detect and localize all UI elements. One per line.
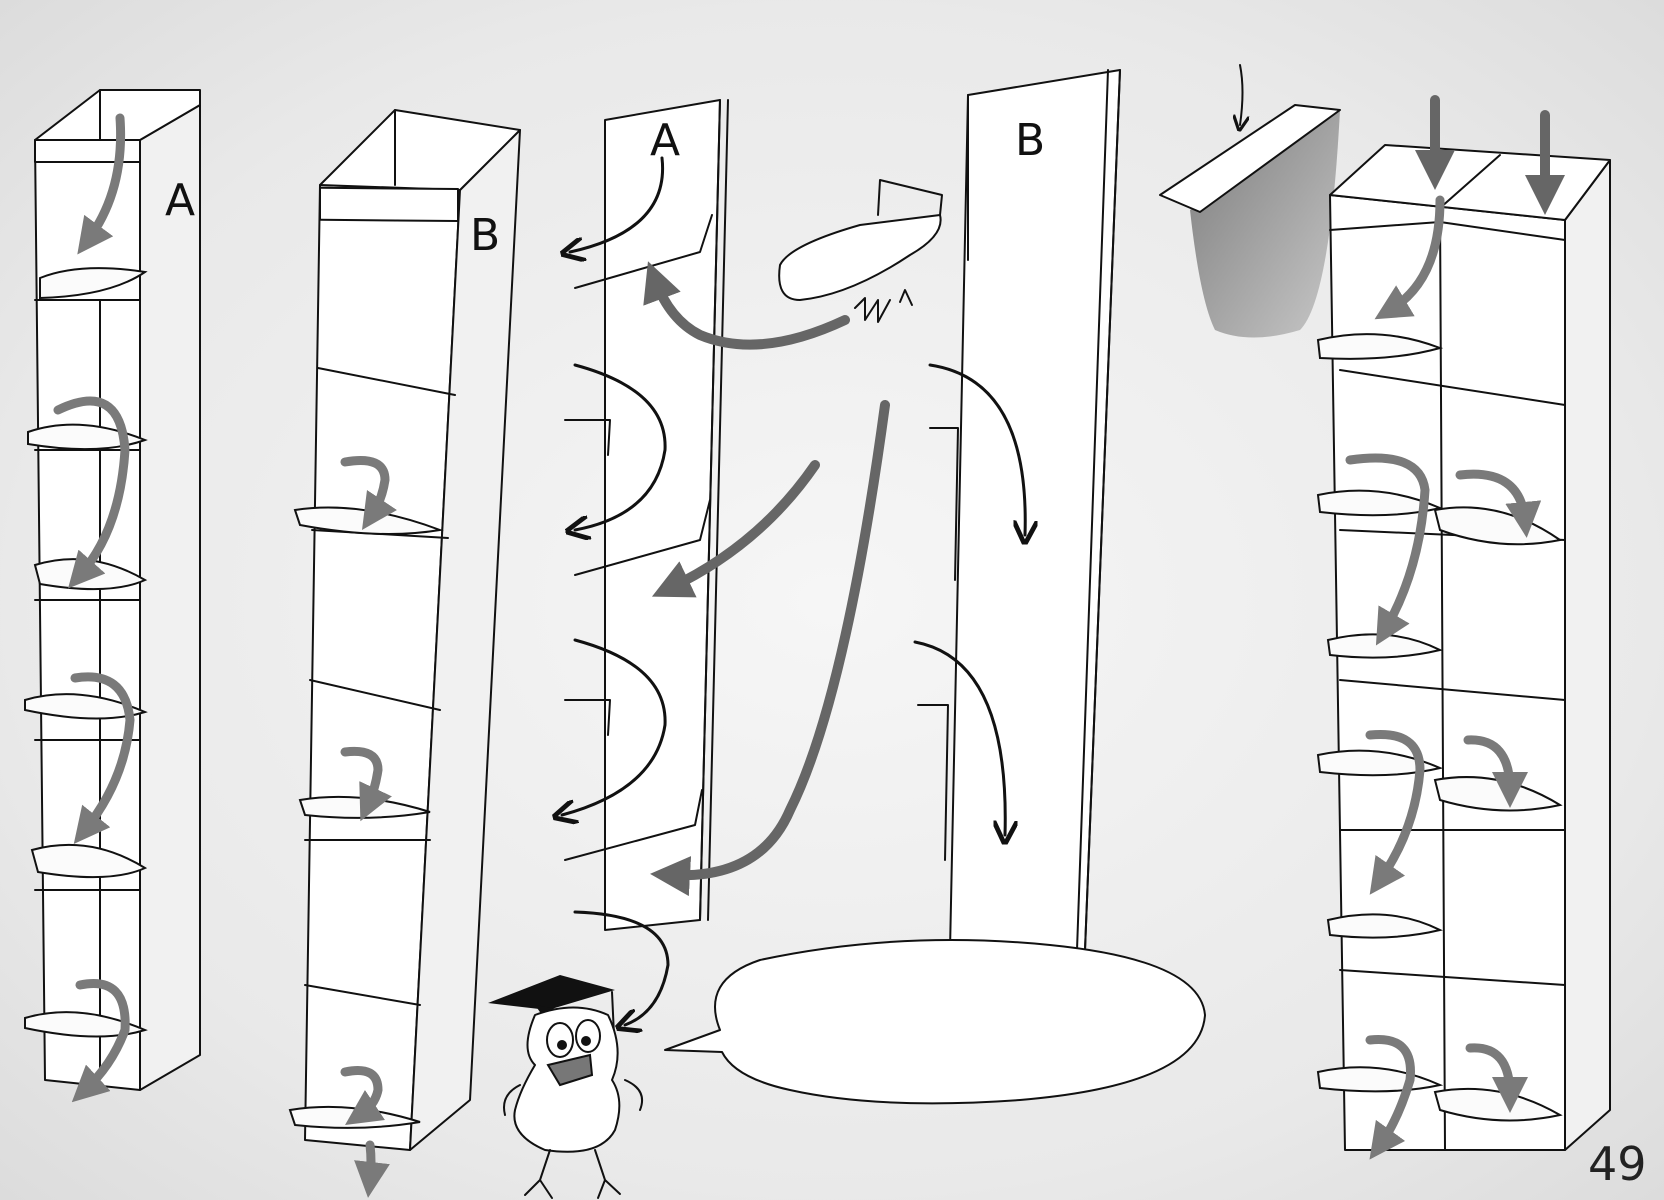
flow-arrow	[1345, 453, 1430, 646]
double-column-side-wall	[1564, 159, 1611, 1151]
flow-arrow	[340, 456, 397, 530]
wall-ledge	[1159, 64, 1341, 338]
flow-arrow	[562, 638, 667, 815]
bracket	[917, 704, 949, 861]
ledge-shadow	[1190, 110, 1340, 338]
ledge-top	[1159, 104, 1341, 213]
bracket	[564, 699, 611, 736]
flow-arrow	[928, 363, 1025, 535]
pointer-arrow	[1240, 64, 1243, 125]
flow-arrow	[340, 1066, 385, 1125]
shelf-profile	[574, 214, 713, 289]
column-a-side-wall	[139, 104, 201, 1091]
flow-arrow	[1365, 1035, 1415, 1160]
bird-eye	[546, 1022, 574, 1058]
flow-arrow	[77, 113, 126, 255]
bird-leg	[524, 1149, 553, 1199]
transfer-arrow	[651, 460, 820, 598]
flow-arrow	[354, 1140, 390, 1198]
motion-marks	[854, 297, 891, 323]
shelf	[1316, 489, 1444, 517]
column-b-top-band	[319, 186, 459, 222]
section-b-label: B	[1015, 115, 1045, 166]
transfer-arrow	[643, 261, 850, 350]
flow-arrow	[1465, 1043, 1528, 1113]
shelf	[1326, 633, 1443, 659]
flow-arrow	[71, 979, 130, 1103]
shelf	[30, 843, 148, 879]
page-number: 49	[1588, 1137, 1647, 1191]
motion-marks	[899, 289, 913, 306]
shelf	[39, 267, 148, 300]
flow-arrow	[575, 363, 667, 530]
column-b-label: B	[470, 210, 500, 261]
shelf	[1326, 913, 1443, 939]
flow-arrow	[570, 156, 665, 252]
flow-arrow	[1365, 729, 1425, 895]
column-a-top-band	[34, 139, 141, 163]
section-a-label: A	[650, 115, 680, 166]
flow-arrow	[340, 746, 392, 822]
shelf	[1316, 333, 1444, 360]
shelf	[27, 423, 148, 451]
flow-arrow	[573, 910, 670, 1025]
flow-arrow	[70, 672, 135, 845]
shelf-profile	[574, 499, 711, 576]
section-b-wall: B	[913, 69, 1121, 951]
shelf	[24, 693, 148, 720]
column-a-tower: A	[24, 89, 201, 1103]
graduation-cap	[488, 975, 615, 1010]
shelf-profile	[564, 789, 703, 861]
flow-arrow	[1463, 735, 1528, 808]
bracket	[564, 419, 611, 456]
bird-eye	[575, 1019, 601, 1053]
column-a-label: A	[165, 175, 195, 226]
flow-arrow	[1374, 195, 1445, 320]
graduate-bird-character	[488, 975, 644, 1199]
transfer-arrow	[650, 400, 890, 897]
section-b-panel	[949, 69, 1121, 951]
flow-arrow	[1455, 469, 1542, 538]
bird-beak	[546, 1053, 594, 1087]
double-column-tower	[1316, 95, 1611, 1160]
shelf	[24, 1011, 148, 1038]
column-b-tower: B	[288, 109, 521, 1198]
speech-bubble	[664, 939, 1206, 1105]
bird-leg	[594, 1149, 621, 1199]
flow-arrow	[53, 396, 130, 589]
section-a-wall: A	[562, 99, 729, 1025]
detached-shelf-piece	[778, 179, 943, 323]
shelf	[1316, 749, 1444, 777]
bracket	[929, 427, 959, 581]
flow-arrow	[913, 640, 1005, 835]
